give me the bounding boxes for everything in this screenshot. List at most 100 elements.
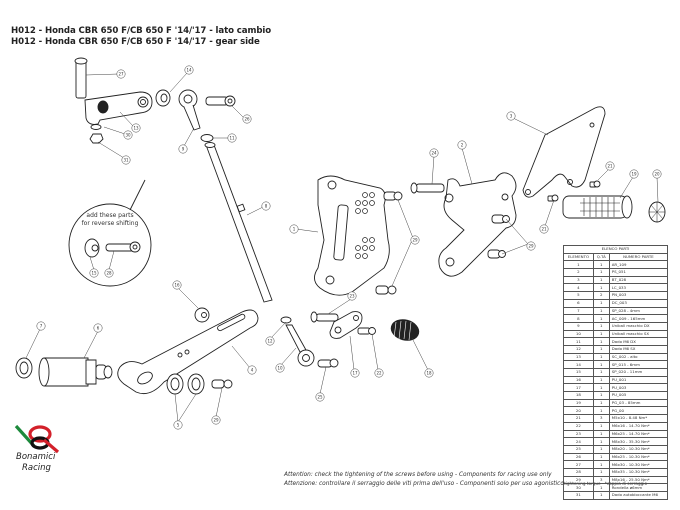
title-english: H012 - Honda CBR 650 F/CB 650 F '14/'17 … <box>11 37 260 47</box>
callout-circle-6 <box>93 323 103 333</box>
callout-circle-29 <box>211 415 221 425</box>
cell-element: 28 <box>563 467 594 477</box>
cell-qty: 1 <box>592 437 610 446</box>
cell-qty: 1 <box>592 383 610 393</box>
logo-text-racing: Racing <box>22 463 51 473</box>
cell-part-number: Dado M6 SX <box>608 344 669 354</box>
cell-element: 9 <box>563 321 594 331</box>
cell-qty: 1 <box>592 337 610 346</box>
callout-circle-31 <box>121 155 131 165</box>
cell-part-number: SP_020 - 11mm <box>608 368 669 377</box>
callout-circle-24 <box>429 148 439 158</box>
callout-label-24: 24 <box>431 151 437 156</box>
cell-element: 7 <box>563 306 594 316</box>
cell-element: 3 <box>563 275 594 285</box>
cell-qty: 1 <box>592 460 610 469</box>
callout-circle-7 <box>36 321 46 331</box>
cell-element: 16 <box>563 375 594 385</box>
part-4-shift-lever <box>117 309 259 395</box>
callout-label-12: 12 <box>267 339 273 344</box>
callout-circle-18 <box>424 368 434 378</box>
cell-part-number: M8x30 - 35.30 Nm* <box>608 437 669 446</box>
callout-label-28: 28 <box>106 271 112 276</box>
cell-qty: 1 <box>592 283 610 293</box>
cell-element: 22 <box>563 421 594 431</box>
callout-circle-27 <box>116 69 126 79</box>
callout-label-6: 6 <box>97 326 100 331</box>
callout-label-4: 4 <box>251 368 254 373</box>
callout-label-29: 29 <box>528 244 534 249</box>
col-header-element: ELEMENTO <box>563 252 594 262</box>
part-7-washer <box>15 357 33 379</box>
col-header-qty: Q.TÀ <box>592 252 610 262</box>
callout-label-31: 31 <box>123 158 129 163</box>
part-5-bearing-a <box>166 373 184 395</box>
part-29-bolt-e <box>211 379 233 389</box>
cell-element: 31 <box>563 491 594 500</box>
callout-circle-28 <box>104 268 114 278</box>
callout-circle-19 <box>629 169 639 179</box>
callout-circle-25 <box>315 392 325 402</box>
callout-label-5: 5 <box>177 423 180 428</box>
callout-circle-10 <box>275 363 285 373</box>
callout-circle-5 <box>173 420 183 430</box>
part-13-shift-arm <box>84 91 153 125</box>
part-24-pin <box>410 182 445 194</box>
part-5-bearing-b <box>187 373 205 395</box>
cell-part-number: AR_109 <box>608 260 669 270</box>
callout-circle-23 <box>347 291 357 301</box>
cell-element: 5 <box>563 291 594 300</box>
cell-part-number: PU_003 <box>608 383 669 393</box>
cell-qty: 1 <box>592 406 610 416</box>
part-22-screw <box>357 327 376 335</box>
callout-circle-21 <box>539 224 549 234</box>
part-11-nut <box>200 134 214 142</box>
callout-circle-16 <box>172 280 182 290</box>
callout-circle-14 <box>184 65 194 75</box>
callout-circle-22 <box>374 368 384 378</box>
cell-element: 4 <box>563 283 594 293</box>
part-29-bolt-a <box>383 191 403 201</box>
cell-qty: 1 <box>592 344 610 354</box>
part-21-screw-a <box>589 180 601 188</box>
part-2-hanger <box>438 172 517 277</box>
cell-qty: 1 <box>592 421 610 431</box>
callout-label-2: 2 <box>461 143 464 148</box>
cell-part-number: Dado autobloccante M6 <box>608 491 669 500</box>
part-25-bolt <box>317 358 339 368</box>
callout-label-25: 25 <box>317 395 323 400</box>
cell-part-number: PU_005 <box>608 391 669 400</box>
part-17-link <box>329 311 363 339</box>
callout-label-23: 23 <box>349 294 355 299</box>
cell-part-number: LC_033 <box>608 283 669 293</box>
cell-element: 2 <box>563 268 594 277</box>
part-20-end-cap <box>648 201 666 223</box>
bonamici-logo-mark <box>14 424 60 454</box>
callout-label-1: 1 <box>293 227 296 232</box>
part-31-nut <box>89 133 104 144</box>
cell-part-number: DC_003 <box>608 298 669 308</box>
cell-part-number: SP_028 - 4mm <box>608 306 669 316</box>
cell-qty: 1 <box>592 467 610 477</box>
cell-element: 27 <box>563 460 594 469</box>
cell-qty: 1 <box>592 314 610 323</box>
part-6-shaft <box>38 357 113 387</box>
cell-element: 26 <box>563 452 594 462</box>
cell-element: 12 <box>563 344 594 354</box>
